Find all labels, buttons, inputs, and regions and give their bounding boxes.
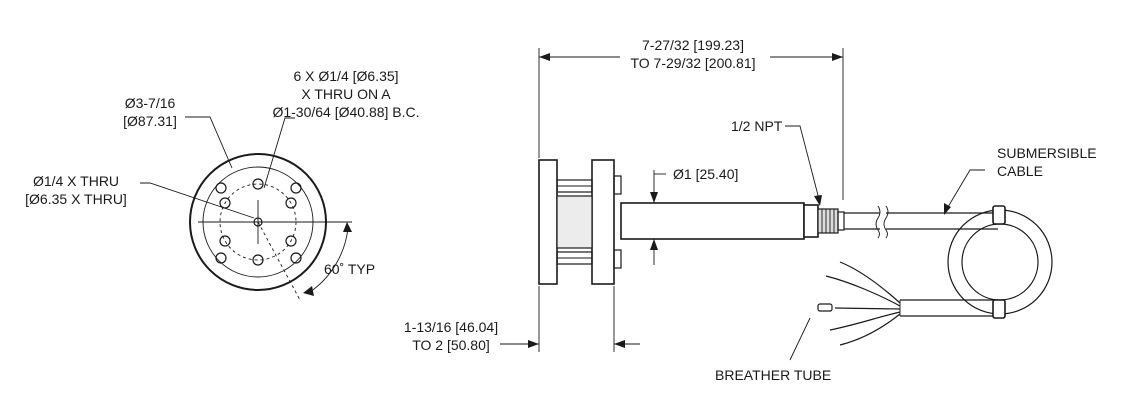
mounting-flange-left <box>538 159 558 285</box>
mount-hole-2 <box>290 182 302 194</box>
cable-coil <box>947 209 1053 315</box>
flange-dia-line2: [Ø87.31] <box>123 113 177 129</box>
sensor-body <box>620 202 805 240</box>
holes-note-line3: Ø1-30/64 [Ø40.88] B.C. <box>272 104 419 120</box>
flange-thk-line1: 1-13/16 [46.04] <box>404 319 498 335</box>
mount-hole-1 <box>215 182 227 194</box>
sensor-side-view <box>500 48 1053 361</box>
cable-line2: CABLE <box>997 163 1043 179</box>
bolt-hole-1 <box>252 178 264 190</box>
body-dia-label: Ø1 [25.40] <box>673 166 738 182</box>
mount-hole-4 <box>290 252 302 264</box>
cable-line1: SUBMERSIBLE <box>997 145 1097 161</box>
flange-dia-line1: Ø3-7/16 <box>125 95 176 111</box>
flange-thk-line2: TO 2 [50.80] <box>412 337 490 353</box>
bolt-hole-2 <box>285 197 297 209</box>
bolt-hole-5 <box>219 235 231 247</box>
bolt-hole-3 <box>285 235 297 247</box>
breather-tube-end <box>817 303 833 312</box>
angle-label: 60˚ TYP <box>324 261 375 277</box>
mount-hole-3 <box>215 252 227 264</box>
center-hole-line2: [Ø6.35 X THRU] <box>25 191 127 207</box>
mounting-flange-right <box>591 159 615 285</box>
npt-label: 1/2 NPT <box>731 118 783 134</box>
length-line1: 7-27/32 [199.23] <box>642 37 744 53</box>
flange-front-view <box>140 116 352 301</box>
breather-label: BREATHER TUBE <box>715 367 831 383</box>
holes-note-line2: X THRU ON A <box>301 86 391 102</box>
length-line2: TO 7-29/32 [200.81] <box>630 55 755 71</box>
center-hole-line1: Ø1/4 X THRU <box>33 173 119 189</box>
holes-note-line1: 6 X Ø1/4 [Ø6.35] <box>293 68 398 84</box>
bolt-hole-4 <box>252 254 264 266</box>
